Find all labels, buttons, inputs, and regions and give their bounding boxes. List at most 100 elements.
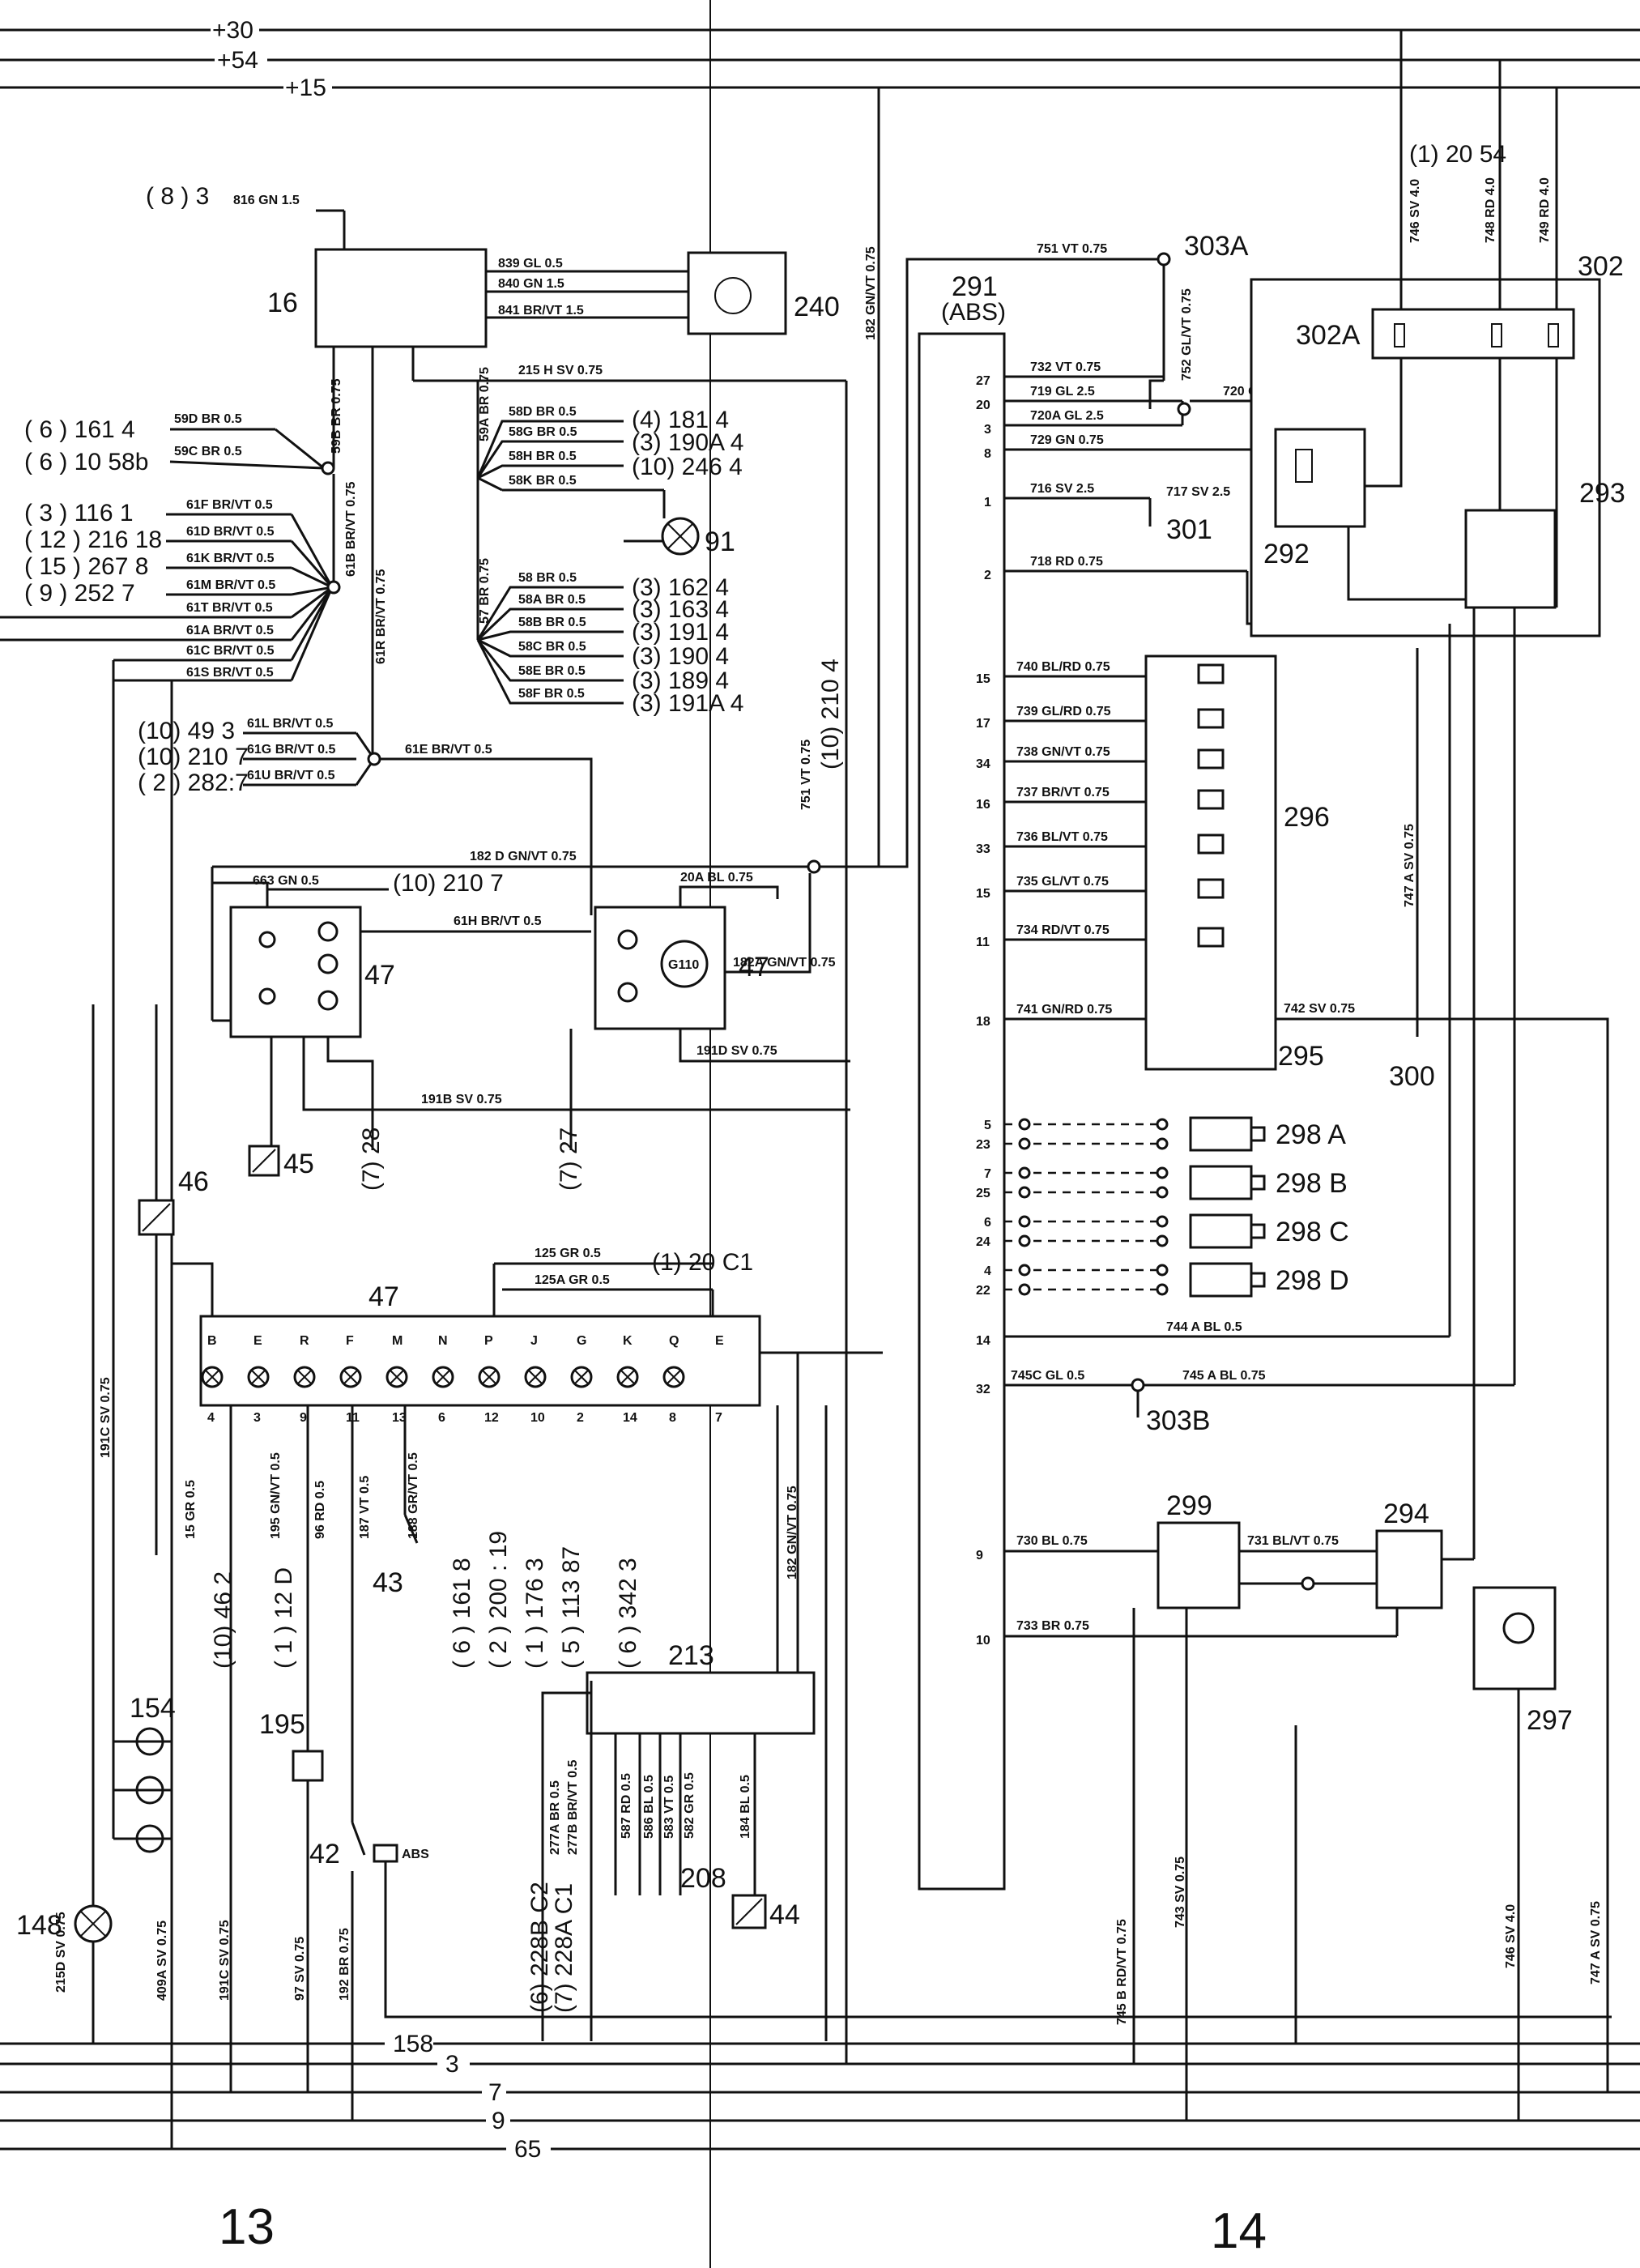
bottom-bus-lines: 158 3 7 9 65: [0, 2031, 1640, 2163]
component-46-area: 46: [138, 1004, 214, 1555]
pin-14: 14: [976, 1334, 990, 1348]
switch-296-3: [1197, 789, 1225, 810]
wire-277B: 277B BR/VT 0.5: [566, 1760, 580, 1855]
wire-58B: 58B BR 0.5: [518, 616, 586, 629]
conn47-lamp-x2-2: [297, 1370, 312, 1384]
wire-61B: 61B BR/VT 0.75: [344, 482, 358, 577]
junction-61E: (10) 49 3 (10) 210 7 ( 2 ) 282:7 61L BR/…: [138, 717, 593, 915]
pin-8: 8: [984, 447, 991, 461]
conn47-lamp-x2-7: [528, 1370, 543, 1384]
sensor-298-pin-a-3: 4: [984, 1264, 991, 1278]
wire-15: 15 GR 0.5: [184, 1480, 198, 1539]
ref-5-113: ( 5 ) 113 87: [558, 1546, 585, 1669]
pin-20: 20: [976, 399, 990, 412]
wire-188: 188 GR/VT 0.5: [407, 1452, 420, 1539]
ref-7-228A: (7) 228A C1: [551, 1883, 577, 2013]
wire-58C: 58C BR 0.5: [518, 640, 586, 654]
pin-296-7: 18: [976, 1015, 990, 1029]
ref-10-46: (10) 46 2: [210, 1571, 236, 1669]
sensor-298-term-d-0: [1156, 1137, 1169, 1150]
conn47-bottom-10: 8: [669, 1411, 676, 1425]
switch-296-2: [1197, 748, 1225, 770]
component-301-label: 301: [1166, 514, 1212, 545]
wire-58H: 58H BR 0.5: [509, 450, 577, 463]
wire-182D: 182 D GN/VT 0.75: [470, 850, 577, 863]
ref-10-2104: (10) 210 4: [817, 659, 844, 770]
wire-745A: 745 A BL 0.75: [1182, 1369, 1266, 1383]
ref-3-190A: (3) 190A 4: [632, 429, 743, 456]
ref-6-161-8: ( 6 ) 161 8: [449, 1558, 475, 1669]
wire-58K: 58K BR 0.5: [509, 474, 577, 488]
component-16: 16 ( 8 ) 3 816 GN 1.5 839 GL 0.5 840 GN …: [146, 183, 848, 1069]
module-47b-glyph: G110: [668, 958, 699, 972]
sensor-298-term-d-3: [1156, 1283, 1169, 1296]
wire-61L: 61L BR/VT 0.5: [247, 717, 334, 731]
ref-1-176: ( 1 ) 176 3: [522, 1558, 548, 1669]
conn47-top-10: Q: [669, 1334, 679, 1348]
wire-743: 743 SV 0.75: [1174, 1857, 1187, 1928]
wire-731: 731 BL/VT 0.75: [1247, 1534, 1339, 1548]
bus-158-label: 158: [393, 2031, 433, 2057]
wire-586: 586 BL 0.5: [642, 1775, 656, 1839]
conn47-lamp-x2-6: [482, 1370, 496, 1384]
wire-184: 184 BL 0.5: [739, 1775, 752, 1839]
conn47-lamp-x2-9: [620, 1370, 635, 1384]
conn47-lamp-x2-8: [574, 1370, 589, 1384]
wire-215H: 215 H SV 0.75: [518, 364, 603, 377]
component-303B-label: 303B: [1146, 1405, 1210, 1436]
component-91-label: 91: [705, 526, 735, 557]
sensor-298-tip-0: [1250, 1126, 1266, 1142]
component-195-label: 195: [259, 1709, 305, 1740]
ref-10-246: (10) 246 4: [632, 454, 743, 480]
wire-746-top: 746 SV 4.0: [1408, 179, 1422, 243]
wire-732: 732 VT 0.75: [1030, 360, 1101, 374]
wire-61K: 61K BR/VT 0.5: [186, 552, 275, 565]
pin-32: 32: [976, 1383, 990, 1396]
wire-745C: 745C GL 0.5: [1011, 1369, 1084, 1383]
conn47-bottom-6: 12: [484, 1411, 499, 1425]
component-148-label: 148: [16, 1910, 62, 1941]
ref-4-181: (4) 181 4: [632, 407, 729, 433]
ref-3-116: ( 3 ) 116 1: [24, 500, 134, 526]
component-302: 302 302A (1) 20 54 746 SV 4.0 748 RD 4.0…: [1250, 30, 1625, 637]
wire-747A-upper: 747 A SV 0.75: [1403, 824, 1416, 907]
ref-1-20-C1: (1) 20 C1: [652, 1249, 753, 1276]
wire-583: 583 VT 0.5: [662, 1776, 676, 1839]
label-296-5: 735 GL/VT 0.75: [1016, 875, 1109, 889]
sensor-298-pin-a-1: 7: [984, 1167, 991, 1181]
sensor-298-term-b-3: [1018, 1283, 1031, 1296]
conn47-top-3: F: [346, 1334, 354, 1348]
wire-748: 748 RD 4.0: [1484, 177, 1497, 243]
wire-58: 58 BR 0.5: [518, 571, 577, 585]
sensor-298-term-c-1: [1156, 1166, 1169, 1179]
page-number-right: 14: [1211, 2203, 1267, 2259]
abs-label: ABS: [402, 1848, 429, 1861]
ref-10-2107: (10) 210 7: [393, 870, 504, 897]
wire-744: 744 A BL 0.5: [1166, 1320, 1242, 1334]
component-300-label: 300: [1389, 1061, 1435, 1092]
conn47-lamp-x2-3: [343, 1370, 358, 1384]
wire-751-top: 751 VT 0.75: [1037, 242, 1107, 256]
bottom-left-components: 154 148 215D SV 0.75 409A SV 0.75 191C S…: [16, 1004, 1612, 2149]
wire-61T: 61T BR/VT 0.5: [186, 601, 273, 615]
wire-718: 718 RD 0.75: [1030, 555, 1103, 569]
connector-47-refs: (10) 46 2 ( 1 ) 12 D ( 6 ) 161 8 ( 2 ) 2…: [184, 1452, 641, 1669]
conn47-bottom-2: 9: [300, 1411, 307, 1425]
component-292-label: 292: [1263, 539, 1310, 569]
conn47-lamp-x2-0: [205, 1370, 219, 1384]
wire-182: 182 GN/VT 0.75: [864, 246, 878, 340]
rail-15-label: +15: [285, 75, 326, 101]
wire-746-bottom: 746 SV 4.0: [1504, 1904, 1518, 1968]
wire-96: 96 RD 0.5: [313, 1481, 327, 1539]
sensor-298-term-a-3: [1018, 1264, 1031, 1277]
wire-58A: 58A BR 0.5: [518, 593, 586, 607]
wire-58G: 58G BR 0.5: [509, 425, 577, 439]
conn47-bottom-9: 14: [623, 1411, 637, 1425]
component-213: 213 277A BR 0.5 277B BR/VT 0.5 587 RD 0.…: [526, 1069, 848, 2064]
sensor-298-body-2: [1189, 1213, 1253, 1249]
pin-296-5: 15: [976, 887, 990, 901]
wire-192: 192 BR 0.75: [338, 1928, 351, 2001]
wire-745B: 745 B RD/VT 0.75: [1115, 1919, 1129, 2025]
wire-125: 125 GR 0.5: [535, 1247, 601, 1260]
